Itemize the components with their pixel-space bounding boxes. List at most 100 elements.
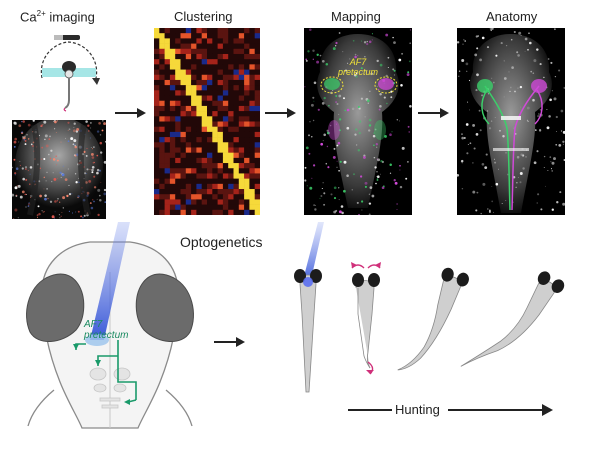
texture-speckle [338,94,342,98]
heatmap-cell [191,74,197,81]
heatmap-cell [185,85,192,91]
heatmap-cell [228,168,234,174]
texture-speckle [469,109,471,111]
mapping-region-label-2: pretectum [337,67,379,77]
texture-speckle [491,186,493,187]
texture-speckle [41,158,43,160]
heatmap-cell [207,69,213,76]
texture-speckle [465,62,469,66]
heatmap-cell [244,194,250,200]
texture-speckle [61,173,65,177]
heatmap-cell [212,157,218,164]
texture-speckle [96,198,98,200]
texture-speckle [74,144,77,147]
texture-speckle [93,186,97,189]
heatmap-cell [201,33,208,39]
heatmap-cell [185,79,192,86]
heatmap-cell [169,53,176,60]
heatmap-cell [196,147,202,153]
heatmap-cell [191,131,197,138]
texture-speckle [309,186,313,190]
heatmap-cell [154,142,160,148]
heatmap-cell [217,85,224,91]
calcium-imaging-micrograph [12,120,106,219]
heatmap-cell [212,163,218,169]
heatmap-cell [249,38,255,44]
texture-speckle [39,194,42,198]
heatmap-cell [249,137,255,143]
heatmap-cell [191,111,197,117]
texture-speckle [464,40,466,42]
heatmap-cell [196,121,202,127]
heatmap-cell [196,28,202,34]
texture-speckle [332,155,336,159]
texture-speckle [547,58,550,60]
heatmap-cell [212,85,218,91]
texture-speckle [338,199,340,201]
texture-speckle [562,130,565,134]
texture-speckle [15,167,19,170]
heatmap-cell [185,178,192,185]
texture-speckle [550,61,553,64]
texture-speckle [327,131,330,135]
heatmap-cell [154,33,160,39]
texture-speckle [67,168,69,170]
texture-speckle [368,193,371,195]
heatmap-cell [154,38,160,44]
heatmap-cell [233,116,240,122]
heatmap-cell [244,33,250,39]
heatmap-cell [244,189,250,195]
texture-speckle [23,136,26,140]
heatmap-cell [254,163,260,169]
texture-speckle [401,146,405,150]
heatmap-cell [180,85,187,91]
heatmap-cell [169,85,176,91]
heatmap-cell [217,64,224,70]
heatmap-cell [228,64,234,70]
texture-speckle [50,149,53,152]
texture-speckle [389,172,392,174]
texture-speckle [551,208,554,211]
texture-speckle [19,164,21,167]
heatmap-cell [169,199,176,205]
heatmap-cell [222,168,229,174]
heatmap-cell [244,147,250,153]
texture-speckle [325,162,328,165]
texture-speckle [49,157,52,159]
heatmap-cell [249,43,255,50]
texture-speckle [333,197,337,200]
heatmap-cell [233,137,240,143]
heatmap-cell [207,189,213,195]
heatmap-cell [244,121,250,127]
texture-speckle [368,213,371,215]
texture-speckle [312,164,316,167]
texture-speckle [312,96,315,99]
texture-speckle [43,157,46,161]
heatmap-cell [207,111,213,117]
texture-speckle [347,62,349,64]
texture-speckle [68,128,71,131]
texture-speckle [314,208,317,211]
heatmap-cell [169,48,176,55]
heatmap-cell [164,74,171,81]
heatmap-cell [212,105,218,112]
texture-speckle [42,211,45,213]
heatmap-cell [191,28,197,34]
heatmap-cell [222,183,229,190]
heatmap-cell [233,85,240,91]
texture-speckle [546,109,548,110]
texture-speckle [30,143,33,146]
texture-speckle [386,102,388,105]
texture-speckle [72,212,73,214]
heatmap-cell [154,168,160,174]
heatmap-cell [244,209,250,215]
texture-speckle [92,148,94,150]
heatmap-cell [185,199,192,205]
texture-speckle [379,105,382,108]
texture-speckle [508,71,510,73]
heatmap-cell [217,111,224,117]
heatmap-cell [180,189,187,195]
heatmap-cell [222,194,229,200]
texture-speckle [475,133,479,136]
heatmap-cell [180,173,187,179]
